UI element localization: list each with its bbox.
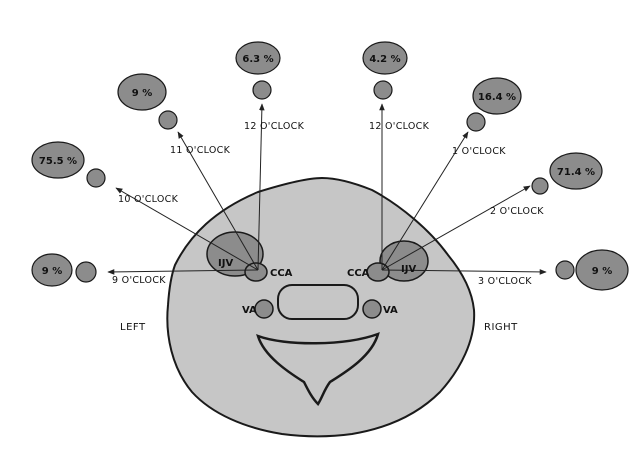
clock-left-9: 9 O'CLOCK <box>112 275 166 286</box>
bubble-right-2: 71.4 % <box>531 152 603 195</box>
cca-left-label: CCA <box>270 268 293 279</box>
pct-right-3: 9 % <box>592 266 612 277</box>
cca-right-label: CCA <box>347 268 370 279</box>
arrow-right-2 <box>381 185 531 271</box>
arrow-left-12 <box>257 103 265 271</box>
cca-right-vessel <box>366 262 390 282</box>
clock-right-2: 2 O'CLOCK <box>490 206 544 217</box>
clock-left-12: 12 O'CLOCK <box>244 121 305 132</box>
clock-left-11: 11 O'CLOCK <box>170 145 231 156</box>
pct-right-1: 16.4 % <box>478 92 516 103</box>
arrow-left-11 <box>177 131 259 271</box>
bubble-left-9: 9 % <box>31 253 97 287</box>
vertebral-body <box>277 284 359 320</box>
pct-left-11: 9 % <box>132 88 152 99</box>
ijv-left-label: IJV <box>218 258 233 269</box>
clock-right-12: 12 O'CLOCK <box>369 121 430 132</box>
pct-left-10: 75.5 % <box>39 156 77 167</box>
va-right-vessel <box>362 299 382 319</box>
va-left-label: VA <box>242 305 257 316</box>
va-right-label: VA <box>383 305 398 316</box>
clock-left-10: 10 O'CLOCK <box>118 194 179 205</box>
clock-right-1: 1 O'CLOCK <box>452 146 506 157</box>
arrow-left-9 <box>107 269 259 275</box>
cca-left-vessel <box>244 262 268 282</box>
clock-right-3: 3 O'CLOCK <box>478 276 532 287</box>
bubble-right-3: 9 % <box>555 249 629 291</box>
pct-left-9: 9 % <box>42 266 62 277</box>
bubble-right-12: 4.2 % <box>362 41 408 100</box>
arrow-left-10 <box>115 187 259 271</box>
pct-right-2: 71.4 % <box>557 167 595 178</box>
va-left-vessel <box>254 299 274 319</box>
pct-left-12: 6.3 % <box>242 54 273 65</box>
bubble-left-11: 9 % <box>117 73 178 130</box>
side-left-label: LEFT <box>120 322 146 333</box>
arrow-right-1 <box>381 131 469 271</box>
arrow-right-3 <box>381 269 547 275</box>
ijv-right-label: IJV <box>401 264 416 275</box>
bubble-left-12: 6.3 % <box>235 41 281 100</box>
side-right-label: RIGHT <box>484 322 518 333</box>
pct-right-12: 4.2 % <box>369 54 400 65</box>
spinal-process <box>256 332 380 406</box>
bubble-right-1: 16.4 % <box>466 77 522 132</box>
bubble-left-10: 75.5 % <box>31 141 106 188</box>
